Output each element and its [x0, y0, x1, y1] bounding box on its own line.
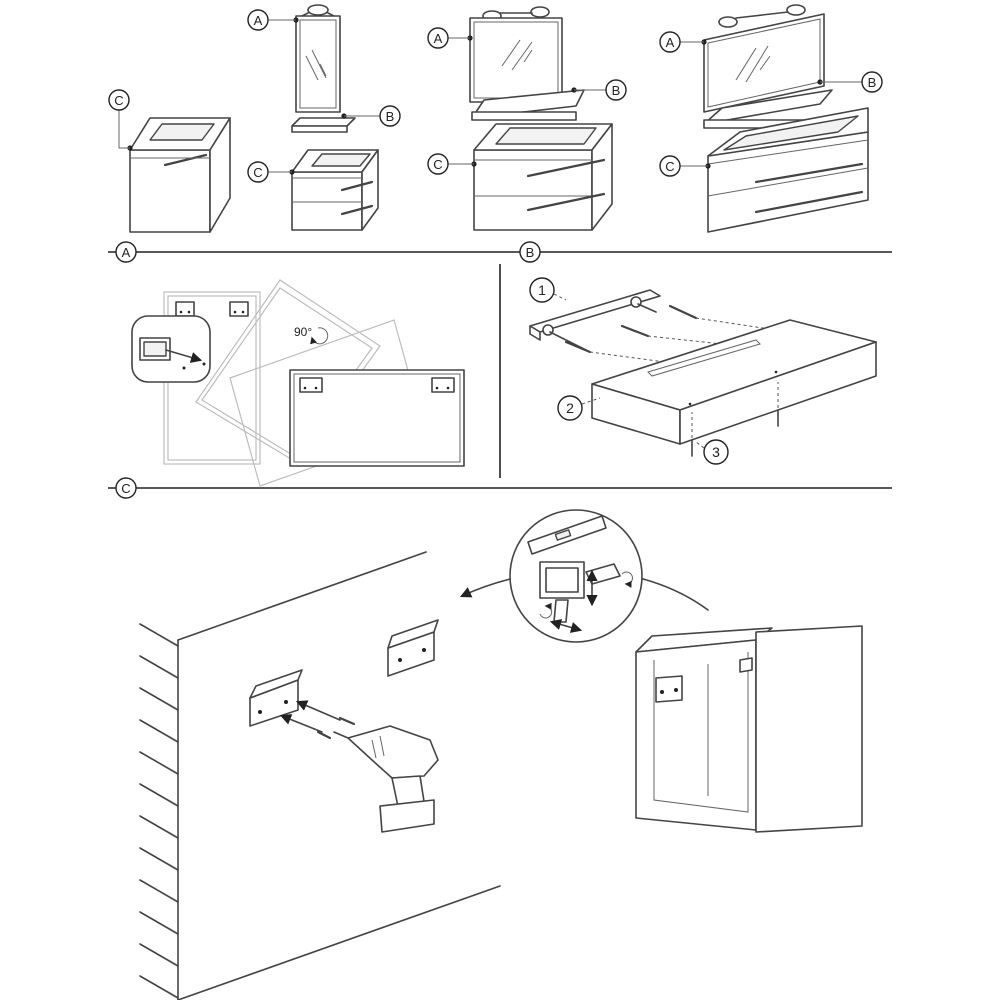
label-c-3: C — [427, 153, 449, 175]
section-b-shelf-mounting: 1 2 3 — [529, 277, 877, 465]
wall-bracket-right — [387, 619, 439, 677]
shelf-board — [591, 319, 877, 445]
label-a-3: A — [427, 27, 449, 49]
step-2-label: 2 — [557, 395, 601, 421]
section-c-label: C — [115, 477, 137, 499]
mirror-portrait — [175, 301, 249, 317]
cabinet-small: C — [108, 89, 231, 233]
mirror-landscape — [289, 369, 465, 467]
mirror-icon — [295, 15, 341, 113]
cabinet-icon — [473, 123, 613, 231]
wall-rail — [529, 289, 661, 351]
svg-text:C: C — [253, 165, 262, 180]
adjustment-detail-inset — [509, 509, 643, 643]
svg-text:A: A — [666, 35, 675, 50]
label-c-4: C — [659, 155, 681, 177]
mirror-icon — [469, 17, 563, 103]
svg-text:B: B — [868, 75, 877, 90]
step-3-label: 3 — [695, 439, 729, 465]
rotation-label: 90° — [294, 325, 329, 345]
svg-text:B: B — [612, 83, 621, 98]
label-b-3: B — [605, 79, 627, 101]
section-a-label: A — [115, 241, 137, 263]
section-c-cabinet-hanging — [139, 509, 863, 1001]
svg-text:2: 2 — [566, 400, 574, 416]
overview-row: C — [108, 4, 883, 233]
svg-text:C: C — [665, 159, 674, 174]
svg-text:3: 3 — [712, 444, 720, 460]
shelf-icon — [291, 117, 356, 133]
spirit-level-icon — [527, 515, 607, 555]
label-a-4: A — [659, 31, 681, 53]
set-2: A B C — [247, 4, 401, 231]
svg-text:C: C — [433, 157, 442, 172]
lamp-icon — [718, 4, 806, 28]
label-a-2: A — [247, 9, 269, 31]
section-b-label: B — [519, 241, 541, 263]
section-separators: A B C — [108, 241, 892, 499]
bottom-screws — [691, 409, 779, 457]
lamp-icon — [301, 4, 335, 17]
cabinet-open — [635, 625, 863, 833]
screw-icon — [564, 304, 698, 354]
svg-text:B: B — [526, 245, 535, 260]
cabinet-icon — [291, 149, 379, 231]
label-c-2: C — [247, 161, 269, 183]
svg-text:90°: 90° — [294, 325, 312, 339]
set-3: A B C — [427, 6, 627, 231]
mirror-icon — [703, 13, 825, 113]
wall-bracket-left — [249, 669, 356, 740]
bracket-detail-inset — [131, 315, 211, 383]
cabinet-icon — [707, 107, 869, 233]
label-c-1: C — [108, 89, 130, 111]
lamp-icon — [482, 6, 550, 22]
svg-text:B: B — [386, 109, 395, 124]
svg-text:C: C — [114, 93, 123, 108]
section-a-mirror-rotation: 90° — [131, 279, 465, 487]
label-b-4: B — [861, 71, 883, 93]
svg-text:A: A — [434, 31, 443, 46]
svg-text:A: A — [254, 13, 263, 28]
svg-text:C: C — [121, 481, 130, 496]
wall — [139, 551, 501, 1001]
step-1-label: 1 — [529, 277, 567, 303]
drill-icon — [333, 725, 439, 833]
svg-text:A: A — [122, 245, 131, 260]
set-4: A B C — [659, 4, 883, 233]
svg-text:1: 1 — [538, 282, 546, 298]
label-b-2: B — [379, 105, 401, 127]
